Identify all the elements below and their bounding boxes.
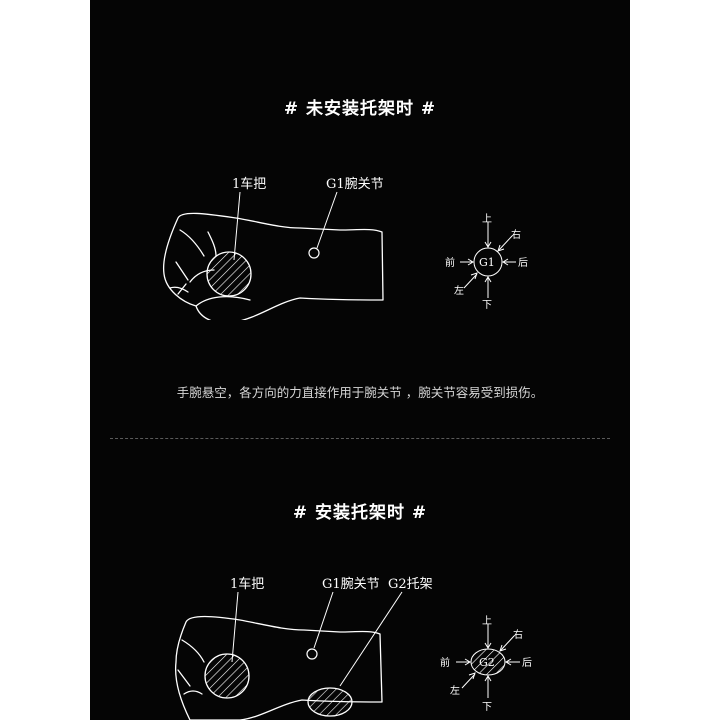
force-center-label: G1 xyxy=(479,256,495,269)
force-front-label-2: 前 xyxy=(440,656,450,669)
handlebar-leader-2 xyxy=(231,591,239,663)
force-up-label: 上 xyxy=(482,213,492,225)
section-divider xyxy=(110,438,610,439)
force-center-label-2: G2 xyxy=(479,656,495,669)
handlebar-label-2: 1车把 xyxy=(230,576,264,592)
content-panel: # 未安装托架时 # 1车把 G1腕关节 xyxy=(90,0,630,720)
wrist-joint-marker xyxy=(308,247,320,259)
handlebar-cross-section-2 xyxy=(204,653,250,699)
wrist-label-2: G1腕关节 xyxy=(322,576,380,592)
hand-drawing xyxy=(162,212,384,320)
force-down-label: 下 xyxy=(482,300,492,311)
force-left-label-2: 左 xyxy=(450,684,460,697)
section1-title: # 未安装托架时 # xyxy=(283,99,437,119)
force-front-label: 前 xyxy=(445,256,455,269)
section2-title: # 安装托架时 # xyxy=(292,503,428,523)
section2-illustration: 1车把 G1腕关节 G2托架 G2 xyxy=(174,576,532,720)
force-back-label-2: 后 xyxy=(522,657,532,669)
bracket-cross-section xyxy=(307,687,353,717)
bracket-leader xyxy=(339,591,403,687)
force-diagram-g2 xyxy=(456,624,520,698)
wrist-leader xyxy=(316,191,338,249)
section1-illustration: 1车把 G1腕关节 xyxy=(162,176,528,320)
force-down-label-2: 下 xyxy=(482,702,492,713)
bracket-label: G2托架 xyxy=(388,577,433,592)
wrist-label: G1腕关节 xyxy=(326,176,384,192)
force-right-label: 右 xyxy=(511,228,521,241)
force-diagram-g1 xyxy=(460,222,516,298)
handlebar-leader xyxy=(233,191,241,261)
section1-caption: 手腕悬空，各方向的力直接作用于腕关节 ，腕关节容易受到损伤。 xyxy=(176,385,544,400)
wrist-joint-marker-2 xyxy=(306,648,318,660)
wrist-leader-2 xyxy=(313,591,334,649)
force-up-label-2: 上 xyxy=(482,615,492,627)
force-back-label: 后 xyxy=(518,257,528,269)
handlebar-cross-section xyxy=(206,251,252,297)
handlebar-label: 1车把 xyxy=(232,176,266,192)
force-left-label: 左 xyxy=(454,284,464,297)
force-right-label-2: 右 xyxy=(513,628,523,641)
